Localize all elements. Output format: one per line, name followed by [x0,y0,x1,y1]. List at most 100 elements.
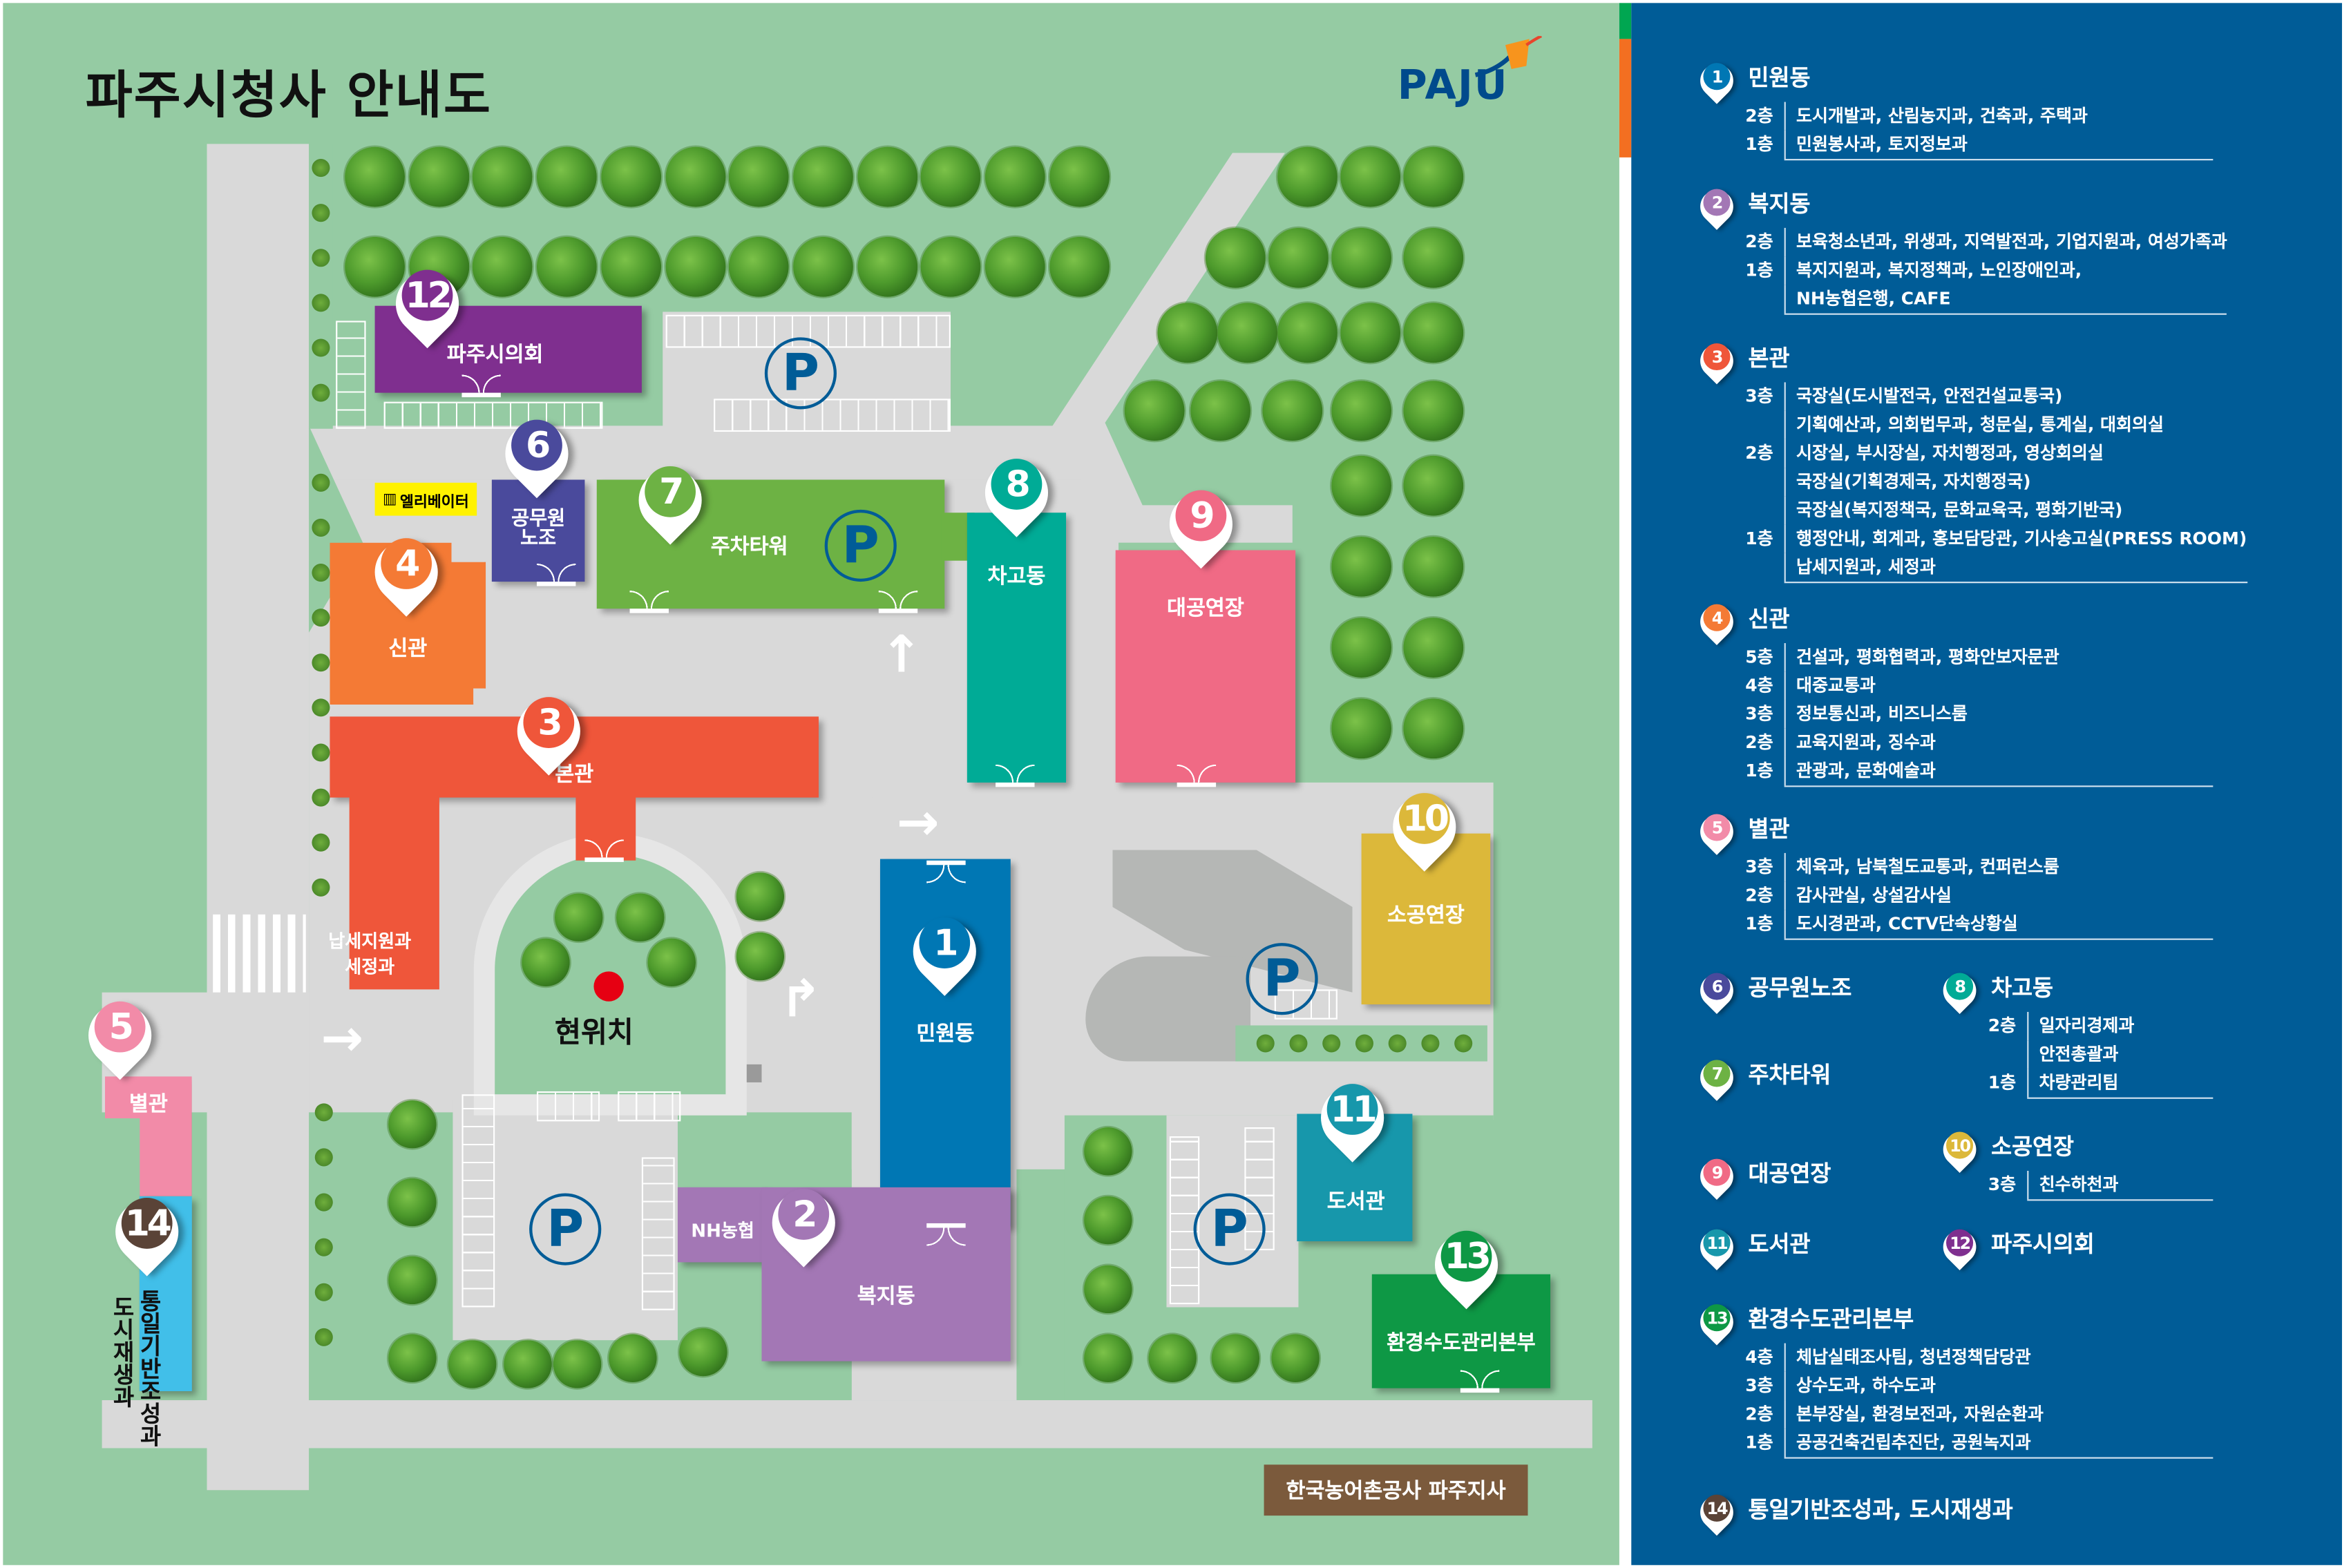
pin-14[interactable]: 14 [115,1192,178,1254]
nh-bank[interactable]: NH농협 [677,1187,768,1263]
tree-icon [1049,146,1110,207]
parking-spaces [618,1091,681,1122]
page-title: 파주시청사 안내도 [85,66,493,126]
road-west [207,144,310,1491]
floor-departments: 공공건축건립추진단, 공원녹지과 [1784,1428,2214,1457]
door-icon [926,1223,966,1249]
floor-label: 3층 [1745,385,1773,407]
arrow-up-icon: ↑ [879,625,923,685]
pin-5[interactable]: 5 [88,995,151,1058]
tree-icon [1403,303,1464,363]
tree-icon [736,932,785,981]
floor-label: 5층 [1745,646,1773,667]
shrub-icon [314,1148,333,1167]
tree-icon [1403,381,1464,441]
pin-11[interactable]: 11 [1321,1078,1384,1140]
tree-icon [1205,227,1266,288]
paju-logo: PAJU [1398,36,1543,109]
pin-8[interactable]: 8 [985,452,1048,515]
tree-icon [1403,536,1464,597]
building-grand-hall[interactable]: 대공연장 [1115,550,1296,783]
shrub-icon [312,473,330,492]
floor-label: 4층 [1745,674,1773,696]
pin-13[interactable]: 13 [1435,1225,1498,1288]
pin-1[interactable]: 1 [913,912,976,975]
tree-icon [473,236,533,297]
floor-departments: 관광과, 문화예술과 [1784,756,2214,786]
rural-community-corp-label[interactable]: 한국농어촌공사 파주지사 [1264,1464,1528,1516]
tree-icon [1268,227,1329,288]
floor-departments: 친수하천과 [2027,1170,2213,1200]
floor-departments: 교육지원과, 징수과 [1784,728,2214,757]
shrub-icon [312,338,330,357]
shrub-icon [312,383,330,402]
door-icon [629,587,669,613]
pin-9[interactable]: 9 [1170,484,1232,547]
pin-7[interactable]: 7 [639,460,702,523]
shrub-icon [312,878,330,897]
pin-2[interactable]: 2 [772,1183,835,1245]
door-icon [1177,761,1217,787]
tree-icon [609,1334,657,1382]
floor-departments: NH농협은행, CAFE [1784,285,2227,314]
tree-icon [1331,227,1392,288]
shrub-icon [312,788,330,807]
tree-icon [921,236,982,297]
parking-spaces [461,1094,495,1308]
directory-entry-title: 도서관 [1748,1230,1811,1257]
parking-spaces [536,1091,600,1122]
tree-icon [1403,146,1464,207]
tree-icon [1277,303,1338,363]
tree-icon [1262,381,1323,441]
floor-label: 3층 [1988,1174,2017,1195]
tree-icon [1403,455,1464,516]
floor-label: 1층 [1988,1071,2017,1093]
shrub-icon [1454,1034,1473,1053]
building-garage[interactable]: 차고동 [967,513,1067,783]
pin-10[interactable]: 10 [1393,787,1456,850]
tree-icon [984,236,1045,297]
tree-icon [388,1178,437,1227]
current-location-label: 현위치 [555,1016,634,1050]
directory-entry-title: 본관 [1748,344,1790,372]
tree-icon [616,893,665,941]
unification-label: 통일기반조성과 [136,1289,164,1447]
floor-departments: 상수도과, 하수도과 [1784,1371,2214,1401]
pin-6[interactable]: 6 [505,414,568,477]
floor-label: 2층 [1745,104,1773,126]
directory-entry-title: 파주시의회 [1991,1230,2095,1257]
floor-label: 1층 [1745,259,1773,280]
directory-entry-title: 통일기반조성과, 도시재생과 [1748,1495,2013,1522]
shrub-icon [314,1328,333,1346]
pin-3[interactable]: 3 [517,691,580,754]
floor-label: 2층 [1745,884,1773,906]
floor-departments: 일자리경제과 [2027,1011,2213,1041]
floor-label [1745,411,1784,439]
shrub-icon [312,294,330,312]
pin-12[interactable]: 12 [396,264,459,327]
floor-label: 1층 [1745,133,1773,155]
accent-stripe-orange [1619,39,1632,157]
tree-icon [345,236,405,297]
divider [2027,1097,2214,1099]
directory-entry-title: 주차타워 [1748,1060,1831,1088]
floor-departments: 안전총괄과 [2027,1040,2213,1069]
floor-departments: 시장실, 부시장실, 자치행정과, 영상회의실 [1784,439,2247,468]
tree-icon [388,1100,437,1149]
door-icon [536,560,576,586]
elevator-icon: ▥ [382,490,397,508]
pin-4[interactable]: 4 [375,532,438,595]
floor-departments: 감사관실, 상설감사실 [1784,881,2214,910]
door-icon [1460,1367,1500,1393]
floor-departments: 국장실(도시발전국, 안전건설교통국) [1784,382,2247,411]
floor-departments: 국장실(기획경제국, 자치행정국) [1784,468,2247,497]
pin-1-icon: 1 [1700,60,1733,93]
tree-icon [448,1340,497,1388]
